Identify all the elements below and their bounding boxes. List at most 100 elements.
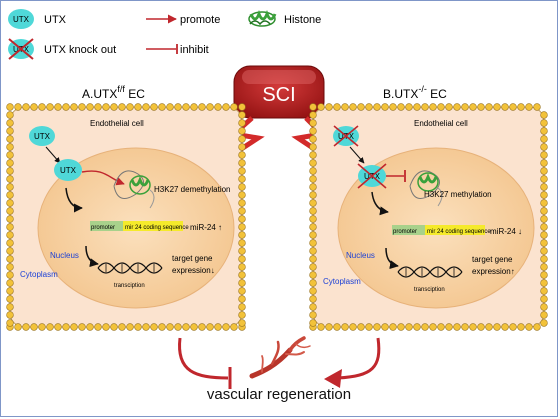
- membrane-bead: [309, 231, 317, 239]
- membrane-bead: [6, 159, 14, 167]
- histone-icon-b: [409, 170, 443, 207]
- membrane-bead: [238, 295, 246, 303]
- coding-label-b: mir 24 coding sequence: [427, 229, 491, 235]
- target-line2-b: expression↑: [472, 267, 515, 276]
- membrane-bead: [54, 103, 62, 111]
- target-line2-a: expression↓: [172, 266, 215, 275]
- membrane-bead: [182, 323, 190, 331]
- panel-a-title: A.UTXf/f EC: [82, 84, 145, 101]
- membrane-bead: [325, 323, 333, 331]
- membrane-bead: [501, 323, 509, 331]
- membrane-bead: [230, 103, 238, 111]
- membrane-bead: [509, 323, 517, 331]
- membrane-bead: [309, 263, 317, 271]
- membrane-bead: [238, 119, 246, 127]
- membrane-bead: [6, 263, 14, 271]
- membrane-bead: [150, 103, 158, 111]
- membrane-bead: [309, 119, 317, 127]
- membrane-bead: [517, 103, 525, 111]
- membrane-bead: [62, 323, 70, 331]
- membrane-bead: [525, 103, 533, 111]
- sci-label: SCI: [262, 84, 295, 106]
- membrane-bead: [118, 103, 126, 111]
- membrane-bead: [14, 323, 22, 331]
- membrane-bead: [381, 323, 389, 331]
- membrane-bead: [540, 159, 548, 167]
- membrane-bead: [309, 319, 317, 327]
- membrane-bead: [309, 303, 317, 311]
- utx-outer-icon: UTX: [29, 126, 55, 146]
- membrane-beads-a: [6, 103, 246, 331]
- membrane-bead: [238, 279, 246, 287]
- membrane-bead: [413, 103, 421, 111]
- membrane-bead: [238, 127, 246, 135]
- membrane-bead: [309, 223, 317, 231]
- utx-entry-arrow-a: [45, 146, 61, 164]
- membrane-bead: [214, 103, 222, 111]
- svg-text:UTX: UTX: [13, 15, 30, 24]
- membrane-bead: [469, 103, 477, 111]
- membrane-bead: [485, 103, 493, 111]
- membrane-bead: [6, 311, 14, 319]
- outcome-label: vascular regeneration: [207, 386, 351, 403]
- membrane-bead: [501, 103, 509, 111]
- target-line1-b: target gene: [472, 255, 513, 264]
- membrane-bead: [230, 323, 238, 331]
- membrane-bead: [389, 323, 397, 331]
- membrane-bead: [46, 103, 54, 111]
- cell-label-b: Endothelial cell: [414, 119, 468, 128]
- membrane-bead: [309, 207, 317, 215]
- membrane-bead: [238, 319, 246, 327]
- utx-promote-arrow-a: [81, 170, 125, 186]
- membrane-bead: [6, 271, 14, 279]
- svg-text:UTX: UTX: [34, 132, 51, 141]
- membrane-bead: [6, 191, 14, 199]
- membrane-bead: [309, 159, 317, 167]
- membrane-bead: [238, 239, 246, 247]
- membrane-bead: [6, 303, 14, 311]
- membrane-bead: [540, 231, 548, 239]
- flow-arrow-b2: [385, 247, 399, 270]
- membrane-bead: [540, 287, 548, 295]
- utx-legend-icon: UTX: [8, 9, 34, 29]
- membrane-bead: [333, 323, 341, 331]
- membrane-bead: [405, 103, 413, 111]
- membrane-bead: [238, 191, 246, 199]
- membrane-bead: [309, 183, 317, 191]
- membrane-bead: [142, 323, 150, 331]
- inhibit-bar-icon: [146, 44, 178, 54]
- legend-histone-label: Histone: [284, 14, 321, 26]
- membrane-bead: [30, 103, 38, 111]
- membrane-bead: [540, 119, 548, 127]
- flow-arrow-b1: [371, 191, 389, 216]
- membrane-bead: [30, 323, 38, 331]
- membrane-bead: [540, 247, 548, 255]
- legend-utx-label: UTX: [44, 14, 67, 26]
- membrane-bead: [540, 143, 548, 151]
- membrane-bead: [309, 151, 317, 159]
- membrane-bead: [238, 207, 246, 215]
- membrane-bead: [309, 111, 317, 119]
- membrane-bead: [397, 103, 405, 111]
- legend-utx-knockout-label: UTX knock out: [44, 44, 116, 56]
- membrane-bead: [309, 295, 317, 303]
- membrane-bead: [349, 323, 357, 331]
- membrane-bead: [381, 103, 389, 111]
- membrane-bead: [309, 279, 317, 287]
- membrane-bead: [174, 103, 182, 111]
- svg-text:UTX: UTX: [60, 166, 77, 175]
- membrane-bead: [540, 151, 548, 159]
- membrane-bead: [421, 323, 429, 331]
- promote-arrow-to-outcome: [324, 337, 381, 388]
- utx-knockout-inner-icon: UTX: [357, 163, 387, 189]
- membrane-bead: [238, 255, 246, 263]
- membrane-bead: [6, 135, 14, 143]
- coding-label-a: mir 24 coding sequence: [125, 225, 189, 231]
- mirna-label-a: miR-24 ↑: [190, 223, 222, 232]
- membrane-bead: [341, 103, 349, 111]
- utx-inhibit-bar-b: [386, 170, 406, 182]
- membrane-bead: [118, 323, 126, 331]
- sci-badge: SCI: [233, 65, 325, 119]
